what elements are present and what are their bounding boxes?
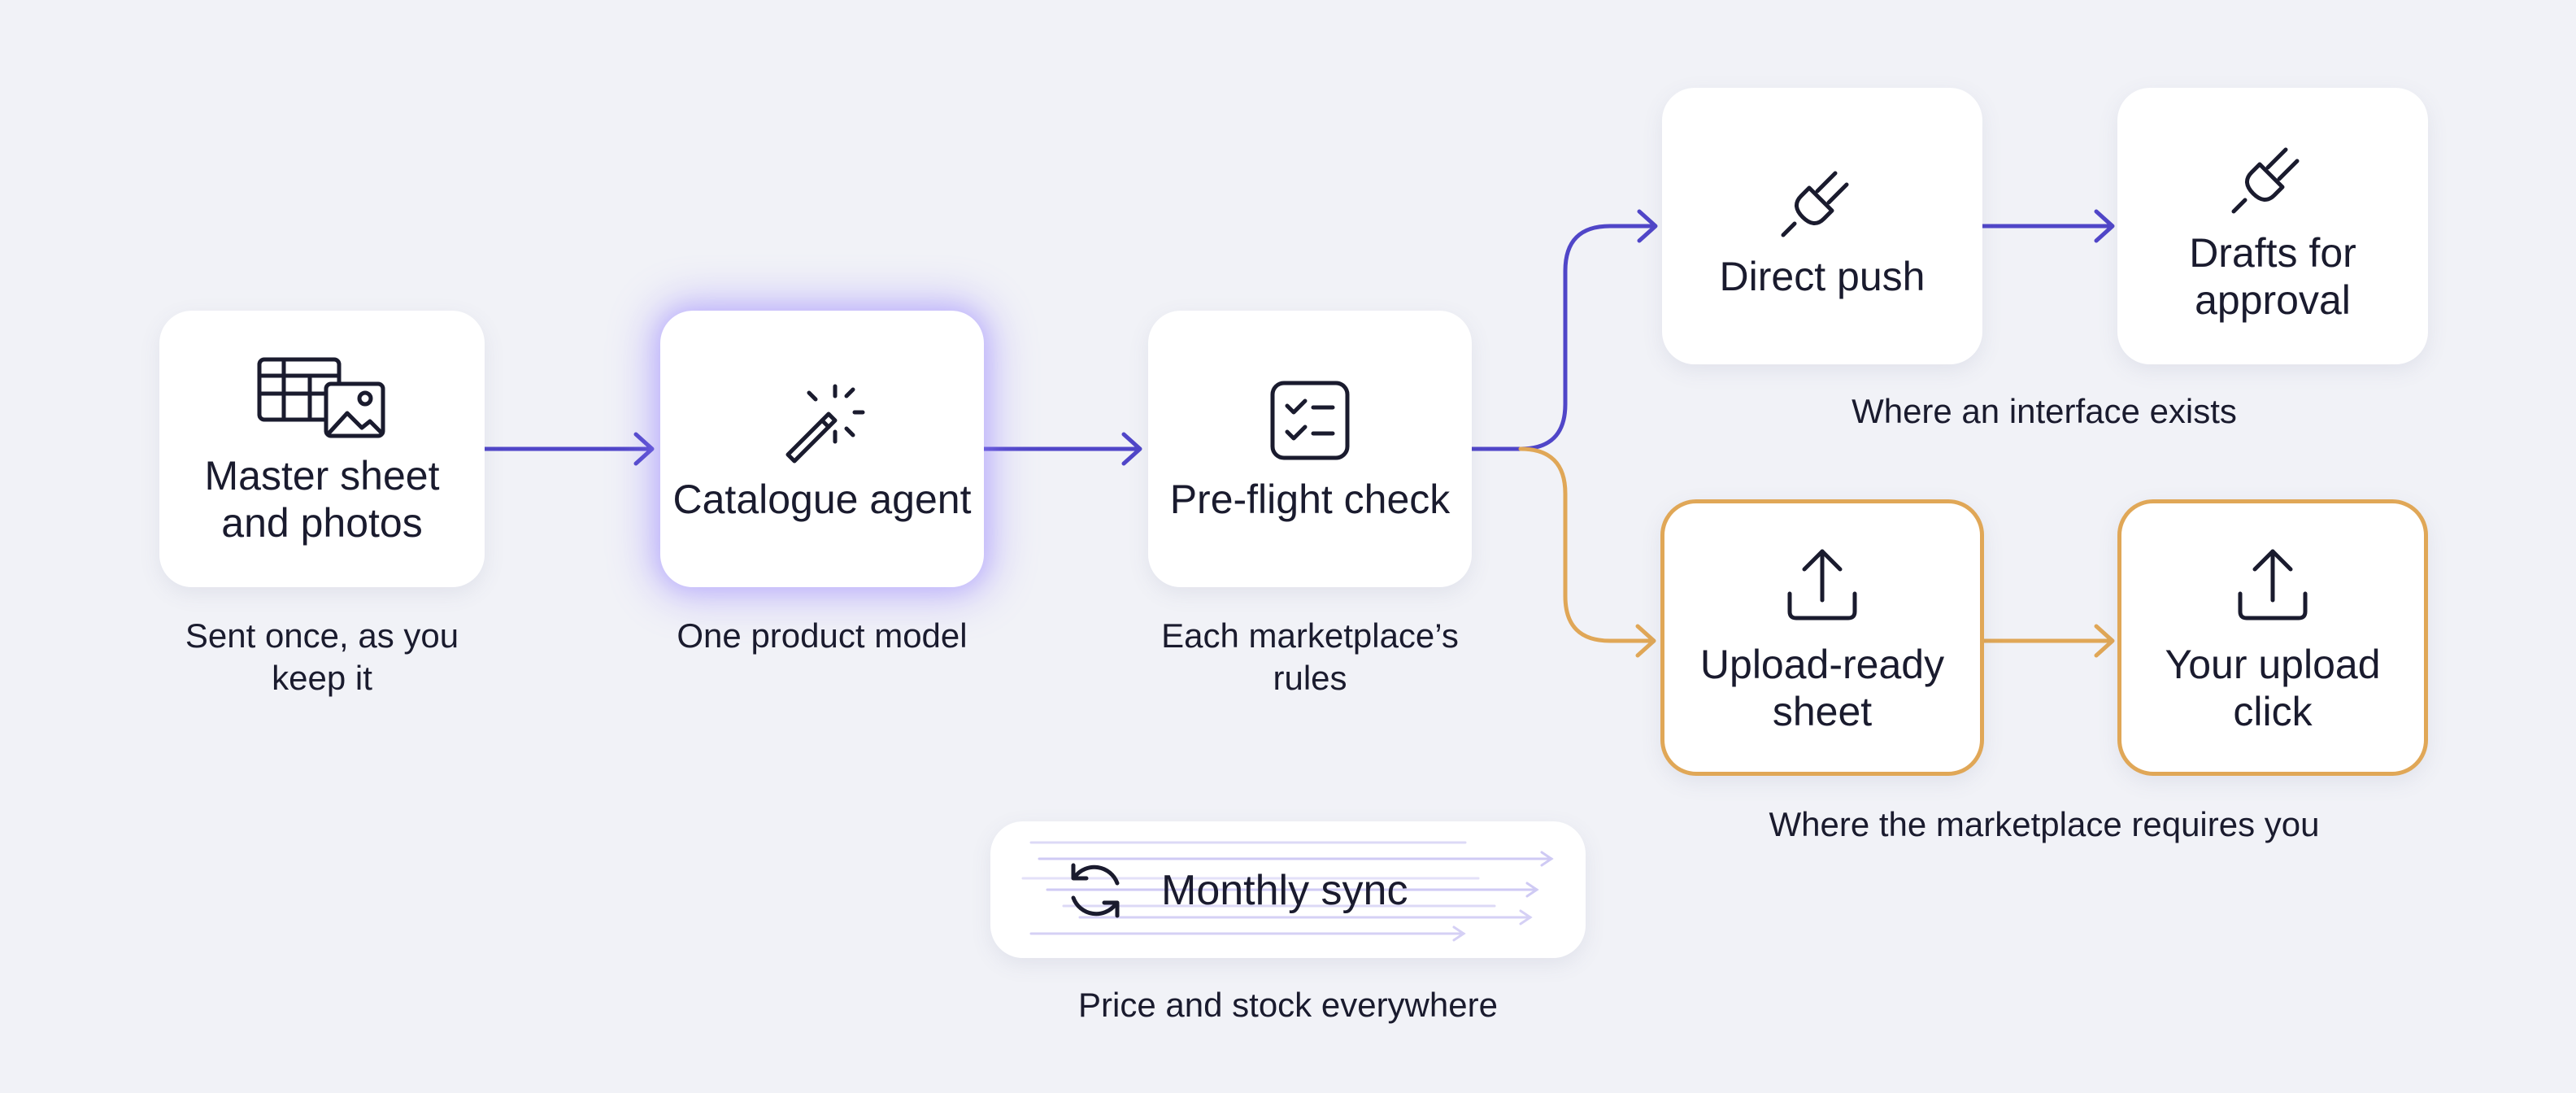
arrowhead-agent — [633, 432, 655, 466]
node-title: Pre-flight check — [1169, 477, 1451, 522]
arrowhead-direct-push — [1637, 209, 1658, 243]
arrowhead-preflight — [1121, 432, 1142, 466]
caption-interface-branch: Where an interface exists — [1852, 392, 2237, 430]
node-title: Catalogue agent — [672, 477, 972, 522]
arrowhead-upload-sheet — [1635, 624, 1656, 658]
monthly-sync-pill: Monthly sync — [990, 821, 1586, 958]
caption-monthly-sync: Price and stock everywhere — [1078, 986, 1498, 1024]
node-drafts-for-approval: Drafts for approval — [2117, 88, 2428, 364]
motion-lines — [1021, 841, 1554, 942]
upload-icon — [2227, 540, 2318, 631]
node-title: Upload-ready sheet — [1699, 642, 1945, 734]
caption-manual-branch: Where the marketplace requires you — [1769, 805, 2320, 843]
arrowhead-drafts — [2094, 209, 2115, 243]
node-master-sheet: Master sheet and photos — [159, 311, 485, 587]
node-title: Your upload click — [2165, 642, 2381, 734]
arrowhead-upload-click — [2094, 624, 2115, 658]
plug-icon — [2227, 128, 2318, 220]
checklist-icon — [1264, 375, 1355, 466]
magic-wand-icon — [777, 375, 868, 466]
upload-icon — [1777, 540, 1868, 631]
node-title: Direct push — [1719, 254, 1925, 299]
arrow-preflight-to-direct-push — [1469, 224, 1656, 451]
spreadsheet-photo-icon — [253, 351, 391, 442]
plug-icon — [1777, 152, 1868, 243]
node-catalogue-agent: Catalogue agent — [660, 311, 984, 587]
node-title: Drafts for approval — [2189, 230, 2356, 323]
node-your-upload-click: Your upload click — [2117, 499, 2428, 776]
monthly-sync-label: Monthly sync — [1161, 867, 1408, 914]
caption-preflight-check: Each marketplace’s rules — [1161, 616, 1459, 697]
node-preflight-check: Pre-flight check — [1148, 311, 1472, 587]
node-direct-push: Direct push — [1662, 88, 1982, 364]
arrow-preflight-to-upload-sheet — [1518, 446, 1655, 643]
refresh-icon — [1060, 856, 1130, 925]
node-title: Master sheet and photos — [204, 453, 440, 546]
caption-master-sheet: Sent once, as you keep it — [185, 616, 459, 697]
caption-catalogue-agent: One product model — [677, 616, 968, 655]
node-upload-ready-sheet: Upload-ready sheet — [1660, 499, 1984, 776]
